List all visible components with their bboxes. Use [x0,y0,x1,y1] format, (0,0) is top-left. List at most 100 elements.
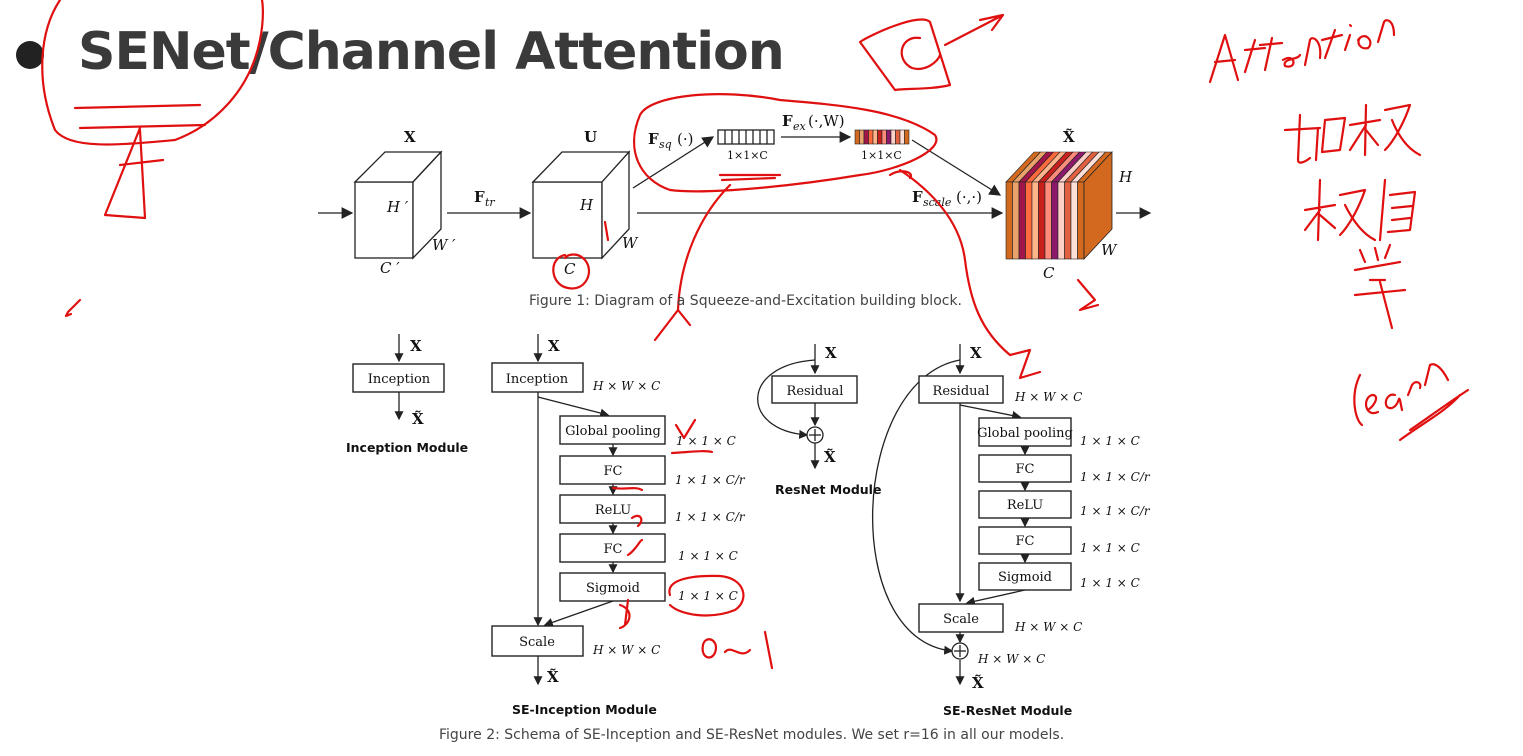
figure2-connectors [394,334,1030,686]
output-channel-slice [1005,181,1013,260]
excitation-weight-cell [899,129,905,145]
se-inception-output-label: X̃ [547,668,559,686]
resnet-residual-block [771,375,858,404]
inception-output-label: X̃ [412,410,424,428]
excitation-weight-cell [886,129,892,145]
se-inception-scale-block [491,625,584,657]
figure1-diagram [318,129,1152,260]
se-resnet-block-label-6: Scale [943,612,979,627]
se-inception-dim-6: H × W × C [592,643,660,657]
excitation-weight-cell [877,129,883,145]
label-vector-dim-2: 1×1×C [861,149,902,162]
se-inception-dim-1: 1 × 1 × C [676,434,736,448]
label-c-out: C [1043,264,1055,282]
inception-block [352,363,445,393]
se-resnet-fc2-block [978,526,1072,555]
excitation-weight-cell [863,129,869,145]
se-resnet-output-label: X̃ [972,674,984,692]
label-h: H [579,196,594,214]
figure1-caption: Figure 1: Diagram of a Squeeze-and-Excit… [529,293,963,309]
resnet-module-label: ResNet Module [775,482,882,497]
inception-input-label: X [410,337,422,355]
output-channel-slice [1051,181,1059,260]
label-c: C [564,260,576,278]
excitation-weight-cell [904,129,910,145]
figure2-caption: Figure 2: Schema of SE-Inception and SE-… [439,727,1065,743]
se-resnet-relu-block [978,490,1072,519]
output-channel-slice [1064,181,1072,260]
output-channel-slice [1070,181,1078,260]
se-inception-dim-4: 1 × 1 × C [678,549,738,563]
excitation-weight-vector [854,129,910,145]
se-inception-block-label-1: Global pooling [565,424,661,439]
excitation-weight-cell [881,129,887,145]
label-f-tr: F [474,188,485,206]
input-tensor-x-cube [353,150,443,260]
squeezed-vector [717,129,775,145]
label-w: W [622,234,639,252]
se-resnet-block-label-1: Global pooling [977,426,1073,441]
se-resnet-dim-7: H × W × C [977,652,1045,666]
resnet-output-label: X̃ [824,448,836,466]
output-channel-slice [1038,181,1046,260]
output-channel-slice [1012,181,1020,260]
se-inception-block-label-3: ReLU [595,503,631,518]
label-f-tr-sub: tr [485,196,495,209]
se-inception-global-pooling-block [559,415,666,445]
resnet-input-label: X [825,344,837,362]
se-inception-block-label-0: Inception [506,372,569,387]
se-resnet-global-pooling-block [978,417,1072,447]
se-inception-inception-block [491,362,584,393]
se-resnet-block-label-3: ReLU [1007,498,1043,513]
se-inception-dim-2: 1 × 1 × C/r [675,473,746,487]
se-resnet-input-label: X [970,344,982,362]
output-channel-slice [1018,181,1026,260]
output-channel-slice [1077,181,1085,260]
se-resnet-block-label-0: Residual [933,384,990,399]
label-u: U [584,128,597,146]
se-inception-input-label: X [548,337,560,355]
se-resnet-dim-1: 1 × 1 × C [1080,434,1140,448]
inception-block-label: Inception [368,372,431,387]
se-resnet-scale-block [918,603,1004,633]
se-inception-dim-3: 1 × 1 × C/r [675,510,746,524]
excitation-weight-cell [895,129,901,145]
output-channel-slice [1044,181,1052,260]
feature-map-u-cube [531,150,631,260]
label-c-prime: C ′ [380,259,400,277]
label-f-ex-args: (·,W) [808,112,845,130]
output-cube-side [1083,150,1113,261]
label-f-ex: F [782,112,793,130]
se-inception-fc1-block [559,455,666,485]
output-channel-slice [1031,181,1039,260]
label-f-sq-sub: sq [659,138,672,151]
excitation-weight-cell [854,129,860,145]
label-f-ex-sub: ex [793,120,807,133]
se-resnet-dim-0: H × W × C [1014,390,1082,404]
output-tensor-x-tilde-cube [1005,150,1113,261]
resnet-block-label: Residual [787,384,844,399]
label-f-scale-args: (·,·) [956,188,982,206]
inception-module-label: Inception Module [346,440,469,455]
label-x: X [404,128,416,146]
slide-title: SENet/Channel Attention [78,22,785,82]
output-channel-slice [1025,181,1033,260]
label-vector-dim-1: 1×1×C [727,149,768,162]
resnet-add-node [806,426,824,444]
se-resnet-dim-3: 1 × 1 × C/r [1080,504,1151,518]
se-inception-block-label-5: Sigmoid [586,581,640,596]
excitation-weight-cell [859,129,865,145]
label-h-prime: H ′ [386,198,409,216]
se-resnet-dim-6: H × W × C [1014,620,1082,634]
se-inception-sigmoid-block [559,572,666,602]
se-resnet-block-label-4: FC [1016,534,1035,549]
label-w-prime: W ′ [432,236,456,254]
se-resnet-dim-4: 1 × 1 × C [1080,541,1140,555]
label-h-out: H [1118,168,1133,186]
se-resnet-block-label-2: FC [1016,462,1035,477]
se-resnet-dim-2: 1 × 1 × C/r [1080,470,1151,484]
se-resnet-sigmoid-block [978,562,1072,591]
excitation-weight-cell [868,129,874,145]
label-f-scale: F [912,188,923,206]
